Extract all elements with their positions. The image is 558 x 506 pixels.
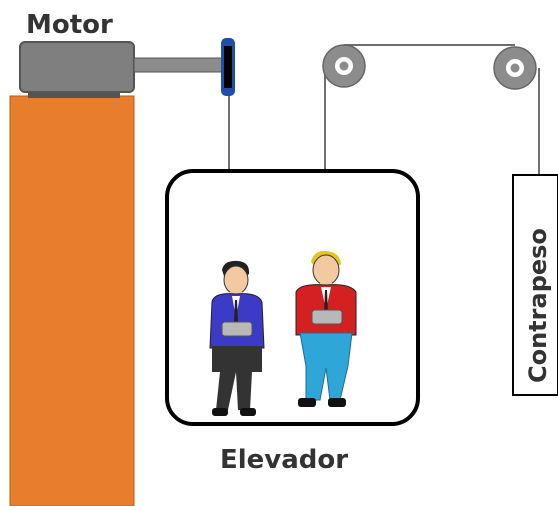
- motor: [19, 41, 225, 98]
- idler-pulley-right: [493, 46, 537, 90]
- support-tower: [9, 95, 135, 506]
- counterweight: [512, 174, 558, 396]
- elevator-label: Elevador: [220, 445, 348, 475]
- man-in-red-coat-icon: [295, 250, 357, 407]
- drive-pulley: [221, 38, 235, 96]
- motor-label: Motor: [26, 10, 113, 40]
- counterweight-label: Contrapeso: [524, 228, 552, 383]
- man-in-blue-coat-icon: [209, 260, 265, 416]
- elevator-car: [165, 169, 420, 426]
- motor-shaft: [133, 57, 225, 73]
- idler-pulley-left: [322, 44, 366, 88]
- cables: [228, 44, 540, 175]
